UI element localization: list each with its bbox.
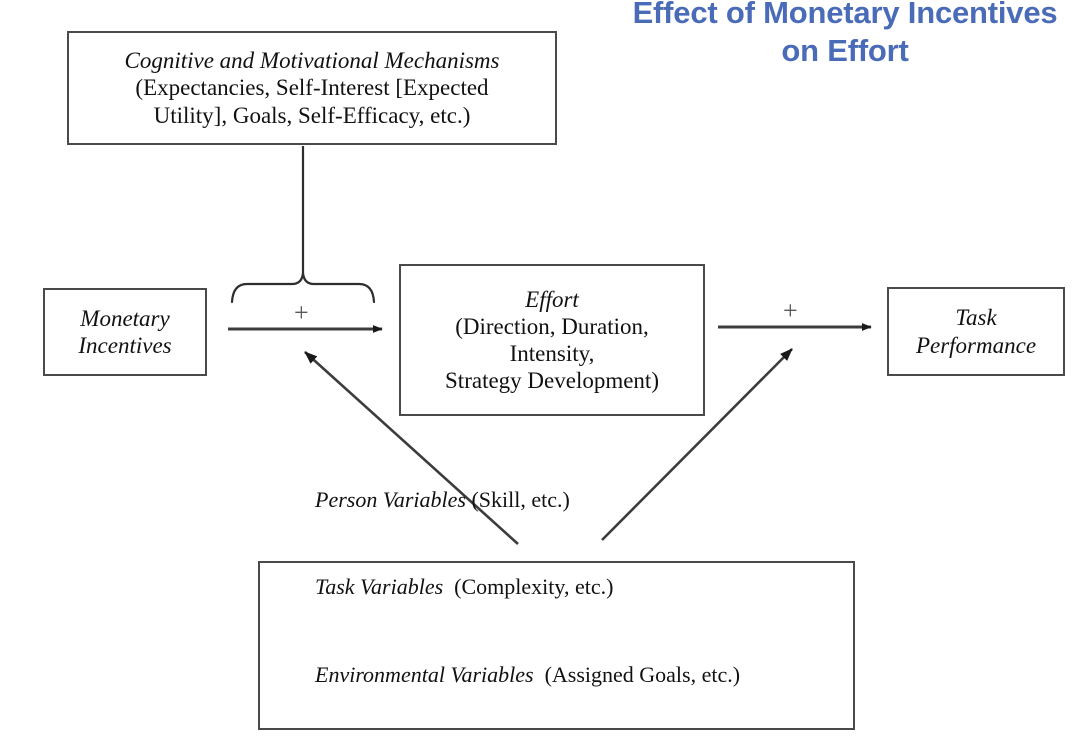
node-task-performance-line-1: Task <box>955 305 997 331</box>
node-cognitive-line-2: (Expectancies, Self-Interest [Expected <box>135 75 489 101</box>
moderator-label: Task Variables <box>315 574 444 600</box>
node-monetary-line-2: Incentives <box>78 333 172 358</box>
moderator-row: Person Variables (Skill, etc.) <box>282 455 570 543</box>
node-moderating-variables[interactable]: Person Variables (Skill, etc.) Task Vari… <box>258 487 855 730</box>
node-cognitive-mechanisms[interactable]: Cognitive and Motivational Mechanisms (E… <box>67 31 557 145</box>
node-task-performance-line-2: Performance <box>915 332 1037 358</box>
plus-sign-effort-to-performance: + <box>783 296 798 325</box>
node-effort-line-2: (Direction, Duration, <box>455 313 649 339</box>
node-cognitive-line-1: Cognitive and Motivational Mechanisms <box>124 48 500 74</box>
moderator-row: Environmental Variables (Assigned Goals,… <box>282 631 740 719</box>
node-effort-line-4: Strategy Development) <box>445 368 659 394</box>
moderator-row: Task Variables (Complexity, etc.) <box>282 543 613 631</box>
node-effort[interactable]: Effort (Direction, Duration, Intensity, … <box>399 264 705 416</box>
plus-sign-incentives-to-effort: + <box>294 298 309 327</box>
title-line-2: on Effort <box>781 33 909 69</box>
moderator-detail: (Complexity, etc.) <box>443 574 614 600</box>
node-cognitive-line-3: Utility], Goals, Self-Efficacy, etc.) <box>153 102 471 128</box>
node-monetary-line-1: Monetary <box>80 305 170 331</box>
node-monetary-incentives[interactable]: Monetary Incentives <box>43 288 207 376</box>
moderator-row: Incentive Scheme Variab les (Rewarded Di… <box>282 719 766 746</box>
page-title: Effect of Monetary Incentives on Effort <box>600 0 1090 71</box>
moderator-detail: (Skill, etc.) <box>465 486 570 512</box>
title-line-1: Effect of Monetary Incentives <box>632 0 1058 30</box>
moderator-detail: (Assigned Goals, etc.) <box>533 662 741 688</box>
moderator-label: Environmental Variables <box>315 662 534 688</box>
node-task-performance[interactable]: Task Performance <box>887 287 1065 376</box>
moderator-label: Person Variables <box>315 486 466 512</box>
node-effort-line-3: Intensity, <box>509 341 595 366</box>
node-effort-line-1: Effort <box>525 286 579 312</box>
